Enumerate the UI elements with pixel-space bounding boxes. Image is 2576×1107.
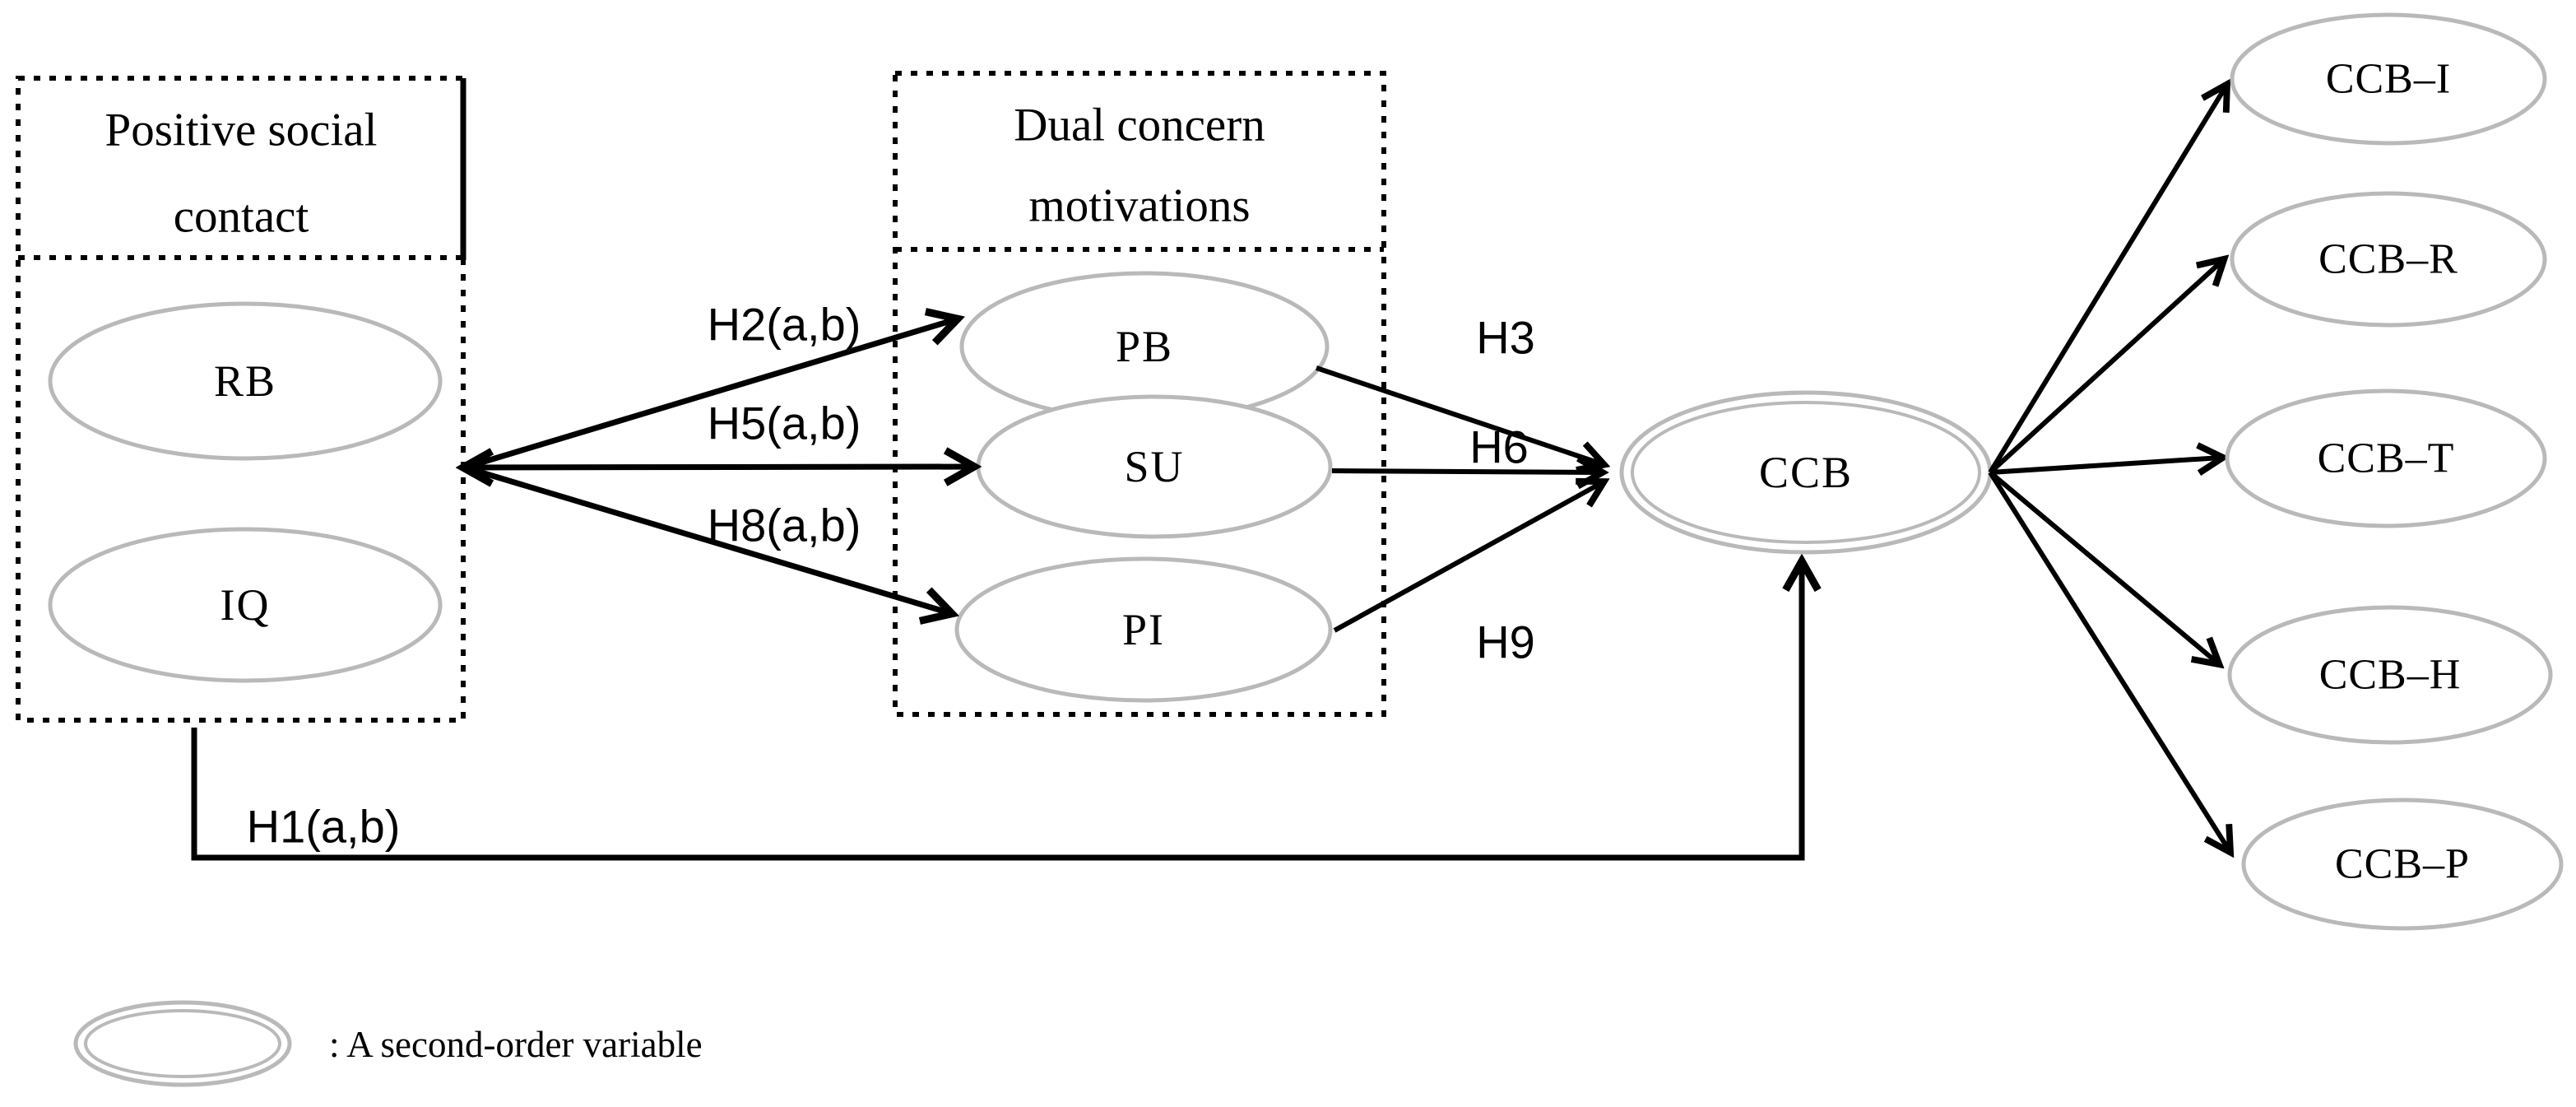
- legend-text: : A second-order variable: [329, 1024, 703, 1065]
- positive-social-contact-box: Positive social contact RB IQ: [16, 76, 466, 723]
- arrow-ccb-to-ccb-r: [1988, 260, 2223, 475]
- arrow-h8-to-pi: [463, 464, 950, 613]
- node-pb-label: PB: [1116, 322, 1173, 371]
- node-ccb-h-label: CCB–H: [2319, 652, 2462, 699]
- label-h8: H8(a,b): [708, 500, 861, 551]
- left-box-title-line1: Positive social: [105, 105, 378, 156]
- label-h9: H9: [1476, 616, 1535, 668]
- node-iq-label: IQ: [220, 580, 271, 630]
- arrow-h2-to-pb: [463, 319, 956, 471]
- middle-box-title-line2: motivations: [1028, 180, 1250, 232]
- arrow-h9-pi-to-ccb: [1333, 482, 1603, 633]
- arrow-ccb-to-ccb-h: [1989, 470, 2218, 663]
- left-box-title-line2: contact: [174, 191, 309, 243]
- label-h2: H2(a,b): [708, 299, 861, 351]
- node-ccb-label: CCB: [1759, 448, 1853, 497]
- node-ccb-p-ellipse: [2241, 798, 2564, 931]
- arrow-ccb-to-ccb-t: [1989, 458, 2221, 472]
- label-h5: H5(a,b): [708, 398, 861, 449]
- arrow-h1-to-ccb: [191, 563, 1802, 861]
- legend-second-order-ellipse-outer: [73, 1000, 292, 1087]
- node-ccb-r-label: CCB–R: [2318, 236, 2458, 283]
- node-ccb-t-ellipse: [2225, 388, 2547, 528]
- node-pi-ellipse: [954, 556, 1333, 703]
- arrow-ccb-to-ccb-p: [1988, 471, 2230, 851]
- node-su-label: SU: [1124, 442, 1184, 491]
- node-ccb-p-label: CCB–P: [2335, 841, 2470, 888]
- node-ccb-i-ellipse: [2230, 12, 2547, 146]
- node-ccb: CCB: [1619, 390, 1993, 555]
- legend-second-order-ellipse-inner: [84, 1009, 281, 1078]
- node-rb-ellipse: [48, 301, 443, 461]
- label-h3: H3: [1476, 312, 1535, 364]
- node-iq-ellipse: [48, 527, 443, 683]
- arrow-ccb-to-ccb-i: [1988, 86, 2226, 474]
- outcome-nodes: CCB–I CCB–R CCB–T CCB–H CCB–P: [2225, 12, 2564, 931]
- node-ccb-i-label: CCB–I: [2326, 56, 2451, 103]
- node-ccb-r-ellipse: [2230, 191, 2547, 328]
- arrow-h3-pb-to-ccb: [1316, 365, 1603, 464]
- middle-box-title-line1: Dual concern: [1014, 100, 1265, 151]
- node-ccb-h-ellipse: [2227, 605, 2553, 745]
- left-box-border: [16, 76, 466, 723]
- dual-concern-motivations-box: Dual concern motivations PB SU PI: [893, 71, 1386, 717]
- label-h1: H1(a,b): [247, 801, 401, 853]
- legend: : A second-order variable: [73, 1000, 703, 1087]
- middle-box-border: [893, 71, 1386, 717]
- node-ccb-inner-ellipse: [1631, 401, 1981, 544]
- node-rb-label: RB: [214, 356, 276, 406]
- arrow-h6-su-to-ccb: [1331, 471, 1601, 472]
- node-ccb-t-label: CCB–T: [2318, 435, 2455, 482]
- label-h6: H6: [1469, 421, 1529, 473]
- node-pi-label: PI: [1122, 605, 1165, 654]
